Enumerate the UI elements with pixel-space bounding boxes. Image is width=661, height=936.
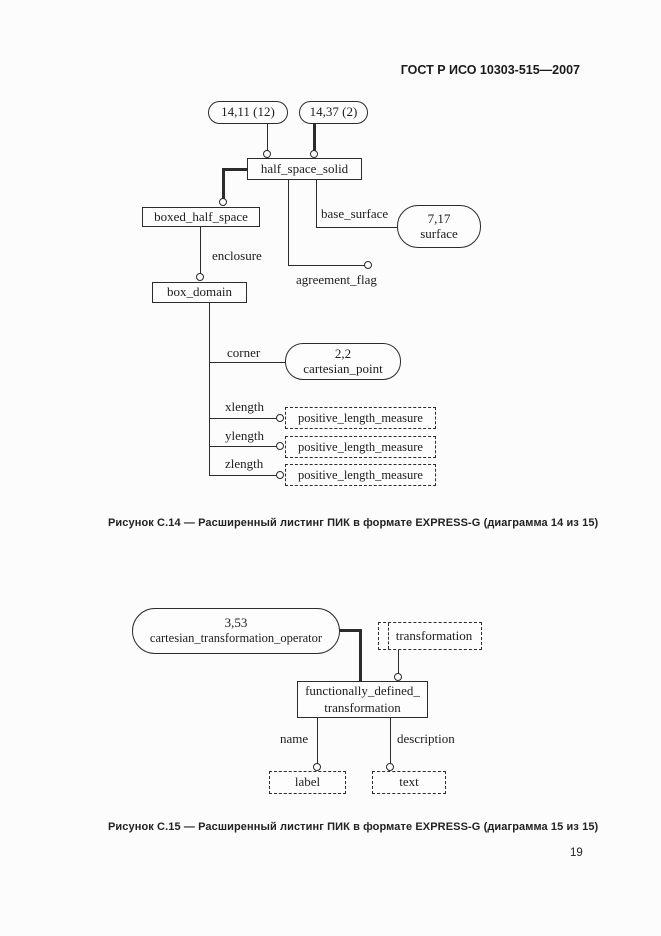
- subtype-thick-line: [339, 629, 362, 632]
- type-label: label: [269, 771, 346, 794]
- attr-label-name: name: [280, 731, 309, 746]
- attribute-line: [317, 718, 318, 764]
- subtype-thick-line: [222, 168, 247, 171]
- type-transformation: transformation: [378, 622, 482, 650]
- attribute-circle: [364, 261, 372, 269]
- supertype-thick-line: [313, 124, 316, 151]
- entity-label: box_domain: [167, 284, 232, 300]
- attribute-line: [209, 475, 277, 476]
- attribute-circle: [196, 273, 204, 281]
- type-label: transformation: [395, 627, 473, 643]
- attribute-circle: [276, 471, 284, 479]
- attr-label-corner: corner: [227, 345, 261, 360]
- page-ref-name: surface: [420, 225, 458, 241]
- entity-label-line2: transformation: [324, 699, 401, 715]
- attribute-circle: [313, 763, 321, 771]
- attribute-line: [209, 362, 285, 363]
- entity-label: boxed_half_space: [154, 208, 248, 224]
- entity-half-space-solid: half_space_solid: [247, 158, 362, 180]
- page-ref-14-37: 14,37 (2): [299, 101, 368, 124]
- attribute-line: [209, 418, 277, 419]
- attr-label-ylength: ylength: [225, 428, 264, 443]
- attr-label-agreement-flag: agreement_flag: [296, 272, 377, 287]
- attribute-line: [390, 718, 391, 764]
- page-ref-surface: 7,17 surface: [397, 205, 481, 248]
- connection-circle: [219, 198, 227, 206]
- page-number: 19: [570, 847, 583, 859]
- attr-label-enclosure: enclosure: [212, 248, 262, 263]
- connector-line: [398, 650, 399, 674]
- entity-label-line1: functionally_defined_: [305, 683, 420, 699]
- page-ref-number: 7,17: [427, 210, 451, 226]
- attribute-circle: [386, 763, 394, 771]
- page-ref-name: cartesian_transformation_operator: [149, 631, 323, 646]
- type-positive-length-measure-3: positive_length_measure: [285, 464, 436, 486]
- type-positive-length-measure-1: positive_length_measure: [285, 407, 436, 429]
- type-label: positive_length_measure: [298, 439, 423, 454]
- figure-caption-c14: Рисунок С.14 — Расширенный листинг ПИК в…: [108, 517, 599, 529]
- subtype-thick-line: [222, 168, 225, 199]
- figure-caption-c15: Рисунок С.15 — Расширенный листинг ПИК в…: [108, 821, 599, 833]
- connection-circle: [394, 673, 402, 681]
- page-ref-cartesian-point: 2,2 cartesian_point: [285, 343, 401, 380]
- entity-label: half_space_solid: [260, 160, 349, 176]
- attribute-circle: [276, 442, 284, 450]
- attribute-circle: [276, 414, 284, 422]
- connection-circle: [263, 150, 271, 158]
- connector-line: [267, 124, 268, 151]
- page-ref-number: 3,53: [224, 615, 248, 631]
- select-type-mark: [388, 623, 389, 649]
- attribute-line: [200, 227, 201, 274]
- attribute-line: [288, 265, 365, 266]
- type-label: positive_length_measure: [298, 467, 423, 482]
- page-ref-name: cartesian_point: [303, 360, 383, 376]
- attribute-trunk-line: [209, 303, 210, 476]
- page-ref-cartesian-transformation-operator: 3,53 cartesian_transformation_operator: [132, 608, 340, 654]
- type-label: positive_length_measure: [298, 410, 423, 425]
- attr-label-base-surface: base_surface: [321, 206, 389, 221]
- type-label-text: label: [294, 774, 321, 790]
- type-label-text: text: [399, 774, 419, 790]
- subtype-thick-line: [359, 629, 362, 682]
- attribute-line: [316, 227, 397, 228]
- entity-box-domain: box_domain: [152, 282, 247, 303]
- entity-boxed-half-space: boxed_half_space: [142, 207, 260, 227]
- type-text: text: [372, 771, 446, 794]
- connection-circle: [310, 150, 318, 158]
- attribute-line: [316, 180, 317, 228]
- type-positive-length-measure-2: positive_length_measure: [285, 436, 436, 458]
- attribute-line: [209, 446, 277, 447]
- document-header: ГОСТ Р ИСО 10303-515—2007: [400, 63, 580, 77]
- page-ref-number: 2,2: [334, 345, 352, 361]
- attribute-line: [288, 180, 289, 266]
- attr-label-zlength: zlength: [225, 456, 264, 471]
- page-ref-14-11: 14,11 (12): [208, 101, 288, 124]
- page-ref-label: 14,37 (2): [309, 104, 358, 120]
- attr-label-description: description: [397, 731, 455, 746]
- attr-label-xlength: xlength: [225, 399, 264, 414]
- entity-functionally-defined-transformation: functionally_defined_ transformation: [297, 681, 428, 718]
- page-ref-label: 14,11 (12): [221, 104, 275, 120]
